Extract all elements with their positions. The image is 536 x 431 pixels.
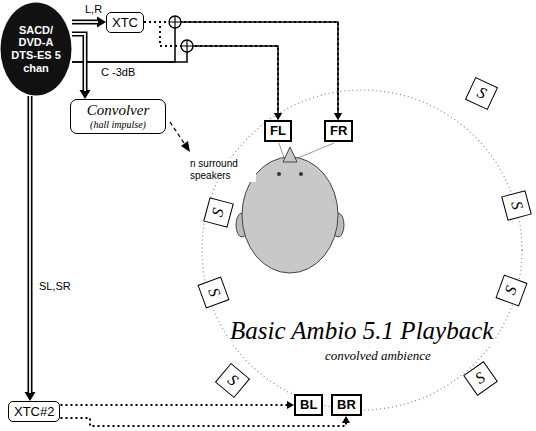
summing-junction <box>181 40 193 52</box>
arrowhead <box>80 90 91 99</box>
arrowhead <box>287 401 294 409</box>
signal-line <box>144 22 278 114</box>
node-text: Convolver <box>79 102 157 119</box>
callout-note: n surround speakers <box>190 158 256 182</box>
node-text: S <box>217 364 249 396</box>
surround-speaker: S <box>203 197 234 228</box>
node-text: SACD/ DVD-A DTS-ES 5 chan <box>8 24 64 75</box>
signal-arrow <box>72 22 342 120</box>
node-text: FR <box>330 123 347 139</box>
surround-speaker: S <box>215 363 250 398</box>
source-ellipse-fill <box>1 3 72 96</box>
surround-speaker: S <box>495 274 527 306</box>
surround-speaker: S <box>463 361 498 396</box>
node-text: S <box>497 276 526 305</box>
signal-line <box>61 418 347 426</box>
signal-arrow <box>72 17 106 28</box>
source-disc: SACD/ DVD-A DTS-ES 5 chan <box>0 2 72 96</box>
listener-head <box>242 157 338 273</box>
speaker-box: BL <box>294 394 323 416</box>
sight-line <box>279 143 284 158</box>
arrowhead <box>334 113 342 120</box>
leader-arrowhead <box>181 141 190 152</box>
node-text: S <box>464 362 495 393</box>
signal-arrow <box>72 46 282 120</box>
arrowhead <box>342 416 350 423</box>
leader-arrow <box>170 122 186 146</box>
surround-speaker: S <box>197 276 229 308</box>
head-eye <box>277 172 281 176</box>
diagram-title: Basic Ambio 5.1 Playback <box>228 316 495 345</box>
surround-speaker: S <box>465 77 498 110</box>
processor-box: XTC#2 <box>8 401 60 422</box>
arrowhead <box>334 113 342 120</box>
arrowhead <box>274 113 282 120</box>
processor-box: XTC <box>106 12 144 33</box>
node-text: FL <box>270 123 286 139</box>
arrowhead <box>274 113 282 120</box>
node-text: BR <box>337 397 356 413</box>
node-text: S <box>200 278 229 307</box>
node-text: XTC#2 <box>14 403 54 420</box>
surround-speaker: S <box>501 190 532 221</box>
edge-label: SL,SR <box>38 280 72 293</box>
subtitle: convolved ambience <box>325 348 431 364</box>
head-nose <box>283 147 297 162</box>
head-eye <box>299 172 303 176</box>
signal-line-core <box>72 21 98 23</box>
speaker-box: BR <box>331 394 362 416</box>
plus-sign <box>169 16 181 28</box>
signal-line-core <box>72 34 85 91</box>
signal-arrow <box>25 96 36 401</box>
speaker-box: FL <box>264 120 292 142</box>
signal-line <box>144 22 338 114</box>
signal-line <box>61 404 289 406</box>
signal-line-core <box>29 96 31 393</box>
summing-junction <box>169 16 181 28</box>
arrowhead <box>25 392 36 401</box>
node-text: BL <box>300 397 317 413</box>
plus-sign <box>181 40 193 52</box>
signal-arrow <box>72 34 91 99</box>
signal-line <box>72 34 85 91</box>
node-text: (hall impulse) <box>79 119 157 131</box>
signal-arrow <box>144 22 342 120</box>
node-text: XTC <box>112 14 138 31</box>
arrowhead <box>97 17 106 28</box>
sight-line <box>298 143 334 158</box>
convolver-box: Convolver(hall impulse) <box>70 99 166 134</box>
node-text: S <box>204 198 231 226</box>
signal-arrow <box>61 401 295 409</box>
edge-label: C -3dB <box>100 66 136 79</box>
edge-label: L,R <box>84 3 103 16</box>
signal-arrow <box>61 416 351 426</box>
node-text: S <box>467 78 497 108</box>
signal-line <box>28 96 33 393</box>
listening-circle <box>202 90 522 410</box>
node-text: S <box>503 191 530 219</box>
speaker-box: FR <box>324 120 353 142</box>
signal-line <box>72 20 98 25</box>
